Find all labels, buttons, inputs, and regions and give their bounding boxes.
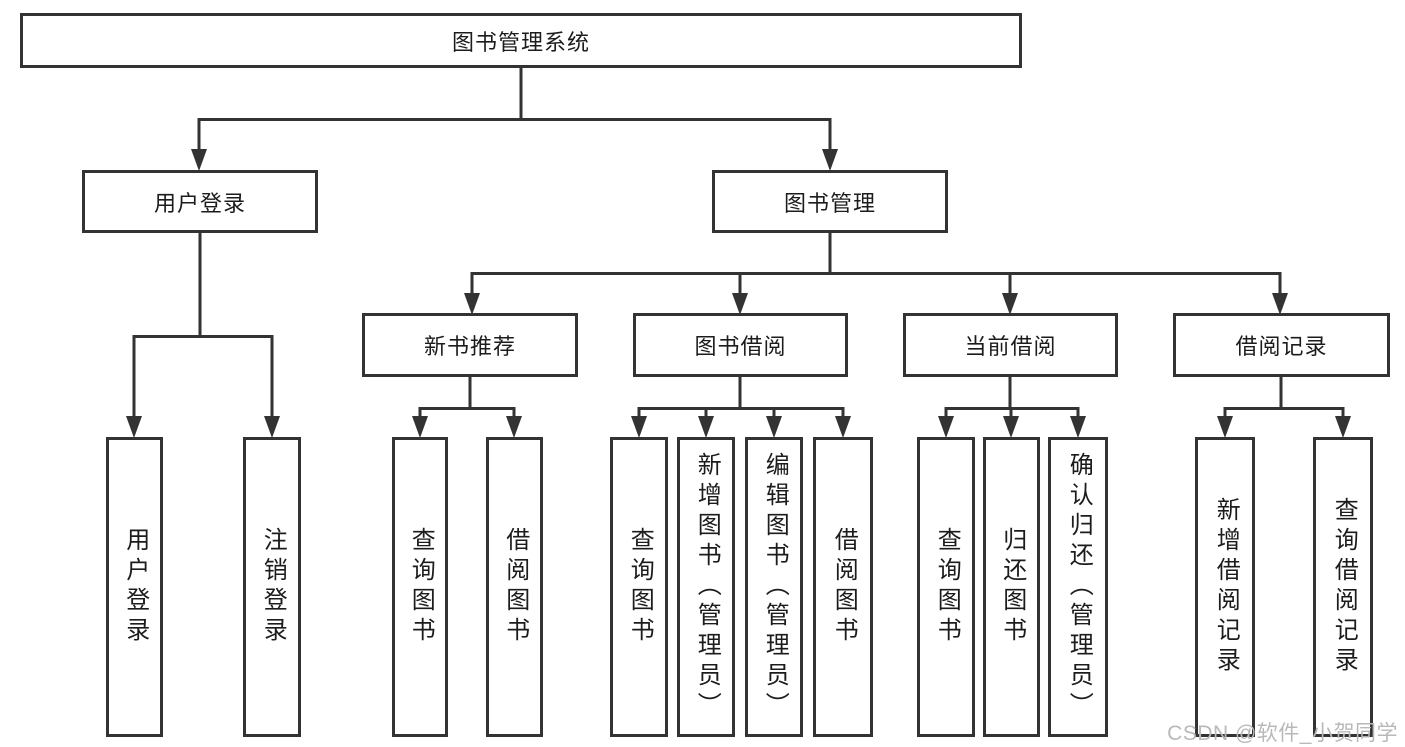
node-borrow-records: 借阅记录: [1173, 313, 1390, 377]
leaf-current-confirm-return-admin-label: 确认归还（管理员）: [1065, 452, 1093, 722]
node-root: 图书管理系统: [20, 13, 1022, 68]
leaf-newbook-query-books: 查询图书: [392, 437, 448, 737]
leaf-borrow-borrow-books-label: 借阅图书: [830, 527, 858, 647]
node-book-borrow-label: 图书借阅: [694, 334, 787, 359]
node-book-borrow: 图书借阅: [633, 313, 848, 377]
leaf-newbook-query-books-label: 查询图书: [407, 527, 435, 647]
leaf-borrow-add-books-admin-label: 新增图书（管理员）: [693, 452, 721, 722]
node-new-book-recommend: 新书推荐: [362, 313, 578, 377]
leaf-records-add-record: 新增借阅记录: [1195, 437, 1255, 737]
csdn-watermark: CSDN @软件_小贺同学: [1167, 722, 1398, 745]
node-book-management: 图书管理: [712, 170, 948, 233]
leaf-borrow-query-books: 查询图书: [610, 437, 668, 737]
leaf-logout-label: 注销登录: [259, 527, 287, 647]
node-current-borrow-label: 当前借阅: [964, 334, 1057, 359]
leaf-user-login-label: 用户登录: [121, 527, 149, 647]
leaf-user-login: 用户登录: [106, 437, 163, 737]
node-book-management-label: 图书管理: [783, 190, 876, 216]
leaf-current-return-books: 归还图书: [983, 437, 1040, 737]
leaf-newbook-borrow-books-label: 借阅图书: [501, 527, 529, 647]
leaf-current-confirm-return-admin: 确认归还（管理员）: [1048, 437, 1108, 737]
node-borrow-records-label: 借阅记录: [1235, 334, 1328, 359]
arrowheads: [126, 149, 1351, 438]
node-current-borrow: 当前借阅: [903, 313, 1118, 377]
node-new-book-recommend-label: 新书推荐: [423, 334, 516, 359]
leaf-borrow-edit-books-admin: 编辑图书（管理员）: [745, 437, 803, 737]
node-root-label: 图书管理系统: [451, 29, 590, 55]
leaf-borrow-borrow-books: 借阅图书: [813, 437, 873, 737]
leaf-records-query-record: 查询借阅记录: [1313, 437, 1373, 737]
leaf-current-query-books-label: 查询图书: [933, 527, 961, 647]
leaf-borrow-query-books-label: 查询图书: [626, 527, 654, 647]
leaf-records-add-record-label: 新增借阅记录: [1212, 497, 1240, 677]
leaf-current-return-books-label: 归还图书: [998, 527, 1026, 647]
node-user-login-label: 用户登录: [153, 190, 246, 216]
leaf-records-query-record-label: 查询借阅记录: [1330, 497, 1358, 677]
leaf-borrow-add-books-admin: 新增图书（管理员）: [677, 437, 735, 737]
leaf-newbook-borrow-books: 借阅图书: [486, 437, 543, 737]
leaf-borrow-edit-books-admin-label: 编辑图书（管理员）: [761, 452, 789, 722]
node-user-login: 用户登录: [82, 170, 318, 233]
leaf-current-query-books: 查询图书: [917, 437, 975, 737]
leaf-logout: 注销登录: [243, 437, 301, 737]
